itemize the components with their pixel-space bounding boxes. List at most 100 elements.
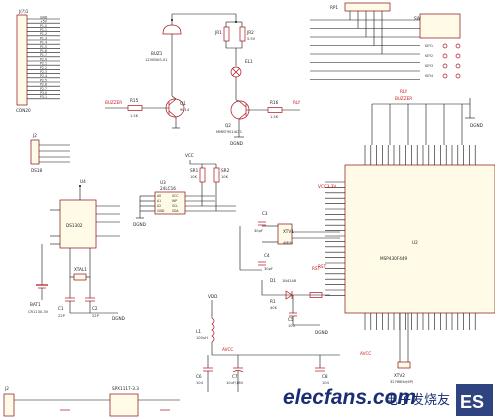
net-dgnd-u3: DGND: [133, 222, 146, 227]
watermark-brand: elecfans.com: [283, 386, 416, 409]
u3-pin-label: SCL: [172, 204, 178, 208]
c7-ref: C7: [232, 374, 238, 379]
key-label: KEY2: [425, 54, 433, 58]
watermark-logo: ES: [456, 384, 493, 416]
net-dgnd-rst: DGND: [315, 330, 328, 335]
lamp-ref: EL1: [245, 59, 253, 64]
mcu-u2: U2 MSP430F449 RLY BUZZER VCC3.3V RST AVC…: [318, 89, 495, 356]
jr2-ref: JR2: [246, 30, 254, 35]
r15-value: 1.5K: [130, 114, 139, 118]
connector-j-left: J(?)1 GND+5VP1.0P1.1P1.2P1.3P1.4P1.5P1.6…: [16, 9, 60, 113]
buzzer-label: 12V0BUS-01: [145, 58, 168, 62]
connector-pin-label: P1.0: [40, 24, 47, 28]
net-dgnd-q2: DGND: [230, 141, 243, 146]
xtv1-crystal: [277, 223, 293, 245]
net-vcc33-mcu: VCC3.3V: [318, 184, 336, 189]
net-buzzer-mcu: BUZZER: [395, 96, 412, 101]
sw-block: [419, 13, 461, 39]
xtv2: XTV2 32768Hz(6P): [390, 313, 414, 384]
xtal1-ref: XTAL1: [74, 267, 87, 272]
u3-pin-label: A1: [157, 199, 161, 203]
l1-ref: L1: [196, 329, 201, 334]
u3-ref: U3: [160, 180, 166, 185]
c4-ref: C4: [264, 253, 270, 258]
u3-pin-label: A2: [157, 204, 161, 208]
c3-ref: C3: [262, 211, 268, 216]
j2-ref: J2: [32, 133, 37, 138]
connector-pin-label: P1.6: [40, 49, 47, 53]
j2-label: DS18: [31, 168, 43, 173]
net-avcc-mcu: AVCC: [360, 351, 371, 356]
key-switch: [455, 43, 461, 49]
u4-label: DS1302: [66, 223, 83, 228]
sr1-resistor: [199, 167, 206, 183]
key-switch: [442, 43, 448, 49]
q1-ref: Q1: [180, 101, 186, 106]
sr2-resistor: [213, 167, 220, 183]
connector-pin-label: P1.2: [40, 32, 47, 36]
xtv2-ref: XTV2: [394, 373, 405, 378]
u3-pin-label: GND: [157, 209, 165, 213]
key-switch: [455, 73, 461, 79]
l1-value: 100uH: [196, 336, 208, 340]
jr2-value: 5.5V: [247, 37, 256, 41]
connector-pin-label: P1.4: [40, 41, 47, 45]
connector-pin-label: P2.4: [40, 74, 47, 78]
connector-pin-label: P2.3: [40, 70, 47, 74]
key-label: KEY1: [425, 44, 433, 48]
connector-body: [16, 14, 28, 106]
connector-pin-label: P2.2: [40, 66, 47, 70]
key-switch: [455, 63, 461, 69]
connector-pin-label: P1.5: [40, 45, 47, 49]
mcu-body: [344, 164, 495, 314]
connector-pin-label: P2.0: [40, 57, 47, 61]
regulator: J2 SPX1117-3.3: [3, 386, 180, 417]
mcu-label: MSP430F449: [380, 256, 408, 261]
jr1-resistor: [223, 26, 230, 42]
sr2-ref: SR2: [221, 168, 230, 173]
watermark-cn: 电子发烧友: [385, 392, 450, 408]
c1-value: 22P: [58, 314, 66, 318]
u4-ref-top: U4: [80, 179, 86, 184]
net-rst-mcu: RST: [318, 264, 327, 269]
c2-value: 22P: [92, 314, 100, 318]
connector-pin-label: P3.1: [40, 95, 47, 99]
buzzer-symbol: [162, 24, 182, 35]
connector-pin-label: P2.6: [40, 83, 47, 87]
buzzer-section: BUZ1 12V0BUS-01 JR1 JR2 5.5V EL1 Q1 9014: [105, 13, 301, 146]
connector-pin-label: P1.1: [40, 28, 47, 32]
rp1-array: [344, 2, 391, 12]
mcu-pins: [325, 103, 476, 330]
l1-inductor: [211, 317, 215, 343]
connector-pin-label: P2.7: [40, 87, 47, 91]
connector-pin-label: P2.1: [40, 62, 47, 66]
net-dgnd-u4: DGND: [112, 316, 125, 321]
c8-value: 104: [322, 381, 330, 385]
j2-body: [30, 139, 40, 165]
u3-body: [154, 191, 186, 215]
c7-value: 10uF/16V: [226, 381, 244, 385]
sw-ref: SW: [414, 16, 421, 21]
c3-value: 30pF: [254, 229, 263, 233]
r15-ref: R15: [130, 98, 139, 103]
connector-pin-label: P1.3: [40, 36, 47, 40]
r1-resistor: [309, 292, 323, 298]
jr1-ref: JR1: [214, 30, 222, 35]
key-switch: [442, 53, 448, 59]
x1-value: 4MHz: [283, 241, 293, 245]
c2-ref: C2: [92, 306, 98, 311]
u3-label: 24LC16: [160, 186, 176, 191]
net-buzzer: BUZZER: [105, 100, 122, 105]
d1-diode: [285, 290, 293, 300]
batt-ref: BAT1: [30, 302, 41, 307]
mcu-ref: U2: [412, 240, 418, 245]
batt-label: CR1130-3V: [28, 310, 49, 314]
net-avcc: AVCC: [222, 347, 233, 352]
key-switch: [442, 73, 448, 79]
connector-label: CON20: [16, 108, 31, 113]
net-vcc-u3: VCC: [185, 153, 194, 158]
rp1-ref: RP1: [330, 5, 338, 10]
